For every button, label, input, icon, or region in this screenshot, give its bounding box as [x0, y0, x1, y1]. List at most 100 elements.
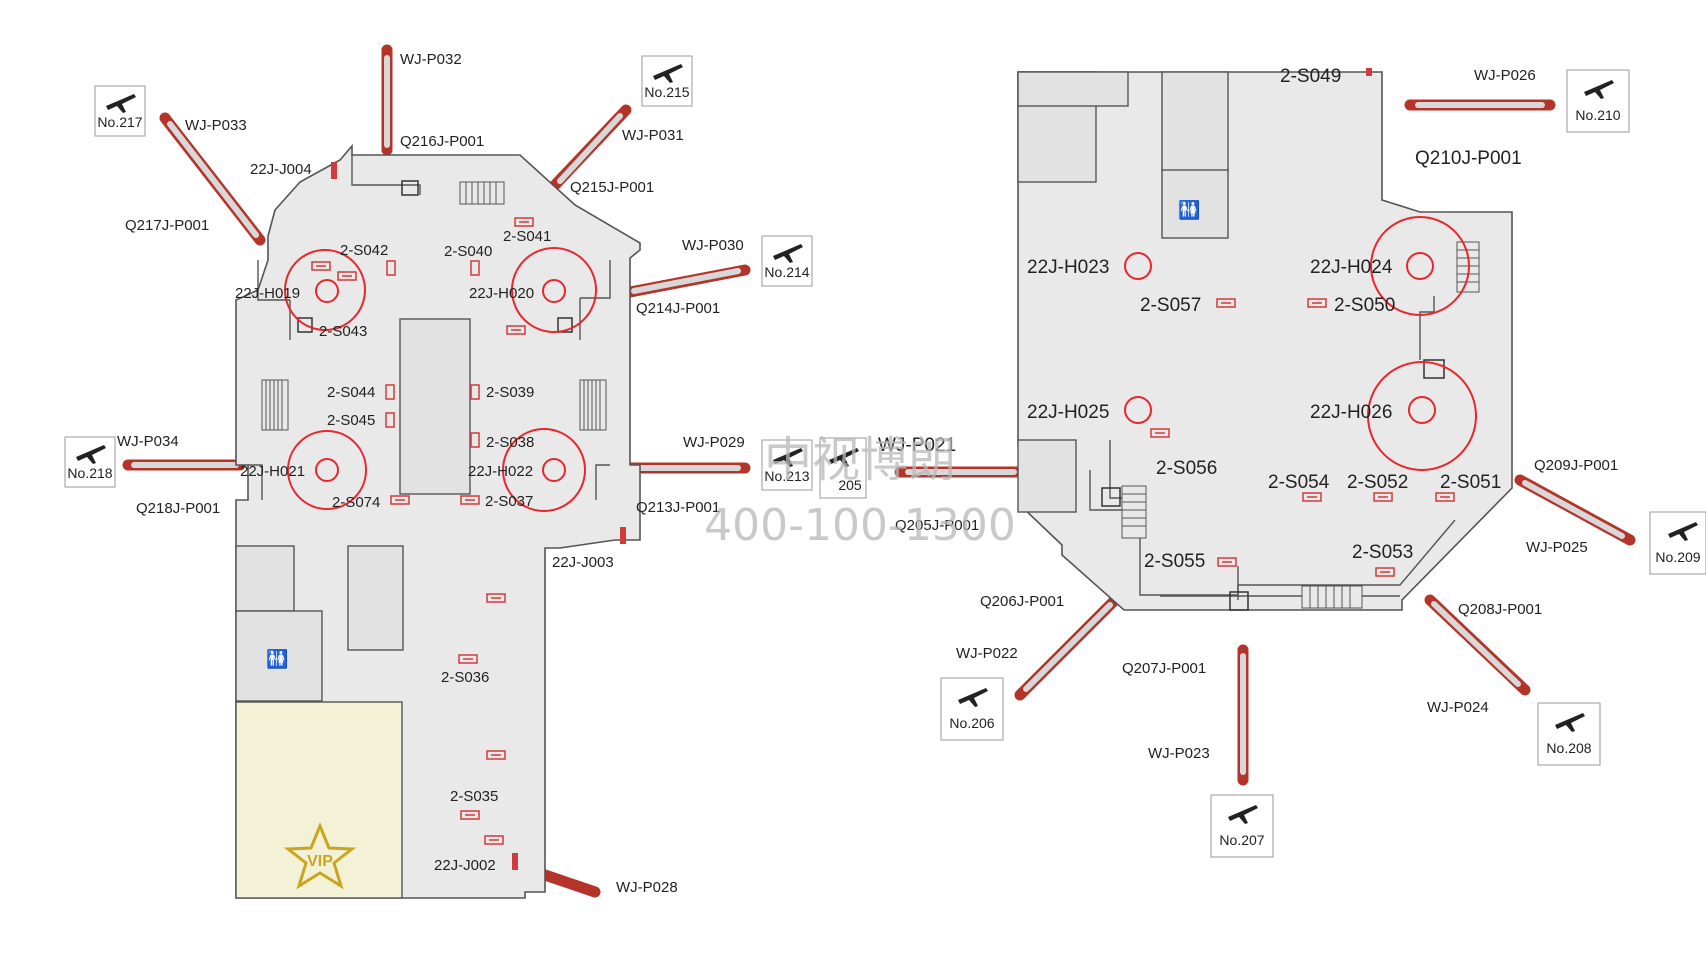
location-label: 22J-H024	[1310, 257, 1393, 278]
location-label: 22J-H021	[240, 463, 305, 480]
location-label: 22J-H022	[468, 463, 533, 480]
gate-marker: No.213	[761, 439, 813, 491]
red-marker	[331, 162, 626, 870]
watermark-brand: 中视博朗	[764, 432, 956, 488]
gate-marker: No.206	[940, 677, 1004, 741]
bridge-label: WJ-P026	[1474, 67, 1536, 84]
ad-label: 2-S041	[503, 228, 551, 245]
gate-number: No.206	[949, 715, 994, 731]
gate-number: No.218	[67, 465, 112, 481]
ad-label: 2-S043	[319, 323, 367, 340]
location-label: 22J-H020	[469, 285, 534, 302]
stairs-icon	[459, 181, 505, 205]
ad-label: 2-S039	[486, 384, 534, 401]
svg-text:🚻: 🚻	[266, 648, 288, 670]
bridge-label: WJ-P024	[1427, 699, 1489, 716]
location-label: 22J-H019	[235, 285, 300, 302]
gate-number: No.213	[764, 468, 809, 484]
ad-label: 2-S044	[327, 384, 375, 401]
gate-marker: No.207	[1210, 794, 1274, 858]
location-label: Q209J-P001	[1534, 457, 1618, 474]
ad-label: 2-S055	[1144, 551, 1205, 572]
ad-label: 2-S042	[340, 242, 388, 259]
gate-marker: No.214	[761, 235, 813, 287]
location-label: 22J-J003	[552, 554, 614, 571]
gate-number: No.210	[1575, 107, 1620, 123]
gate-number: No.215	[644, 84, 689, 100]
bridge-label: WJ-P034	[117, 433, 179, 450]
ad-label: 2-S036	[441, 669, 489, 686]
gate-number: No.207	[1219, 832, 1264, 848]
svg-text:🚻: 🚻	[1178, 199, 1200, 221]
bridge-label: WJ-P023	[1148, 745, 1210, 762]
ad-label: 2-S038	[486, 434, 534, 451]
right-boarding-bridges	[894, 99, 1636, 786]
gate-number: No.208	[1546, 740, 1591, 756]
ad-label: 2-S035	[450, 788, 498, 805]
bridge-label: WJ-P029	[683, 434, 745, 451]
watermark-phone: 400-100-1300	[704, 500, 1016, 551]
right-interior-walls	[1017, 71, 1229, 513]
ad-label: 2-S049	[1280, 66, 1341, 87]
ad-label: 2-S045	[327, 412, 375, 429]
stairs-icon	[1121, 485, 1147, 539]
gate-marker: No.215	[641, 55, 693, 107]
stairs-icon	[579, 379, 607, 431]
right-labels: 2-S049 WJ-P026 Q210J-P001 22J-H023 22J-H…	[878, 66, 1618, 762]
left-boarding-bridges	[122, 44, 751, 898]
location-label: Q205J-P001	[895, 517, 979, 534]
vip-star-icon	[283, 822, 357, 890]
location-label: Q217J-P001	[125, 217, 209, 234]
location-label: Q213J-P001	[636, 499, 720, 516]
location-label: 22J-J004	[250, 161, 312, 178]
ad-label: 2-S074	[332, 494, 380, 511]
red-marker	[1366, 68, 1372, 76]
ad-label: 2-S053	[1352, 542, 1413, 563]
gate-number: 205	[838, 477, 862, 493]
location-label: Q210J-P001	[1415, 148, 1522, 169]
bridge-label: WJ-P032	[400, 51, 462, 68]
vip-lounge: VIP	[235, 701, 403, 899]
restroom-icon: 🚻	[266, 648, 288, 670]
stairs-icon	[261, 379, 289, 431]
right-concourse: 🚻 2-S049 WJ-P026 Q210J-P001 22J-H023	[819, 66, 1706, 858]
bridge-label: WJ-P028	[616, 879, 678, 896]
watermark: 中视博朗 400-100-1300	[704, 432, 1016, 551]
stairs-icon	[1301, 585, 1363, 609]
location-label: Q206J-P001	[980, 593, 1064, 610]
gate-number: No.209	[1655, 549, 1700, 565]
ad-label: 2-S051	[1440, 472, 1501, 493]
gate-marker: No.210	[1566, 69, 1630, 133]
left-interior-walls	[235, 155, 611, 702]
ad-label: 2-S052	[1347, 472, 1408, 493]
bridge-label: WJ-P025	[1526, 539, 1588, 556]
gate-marker: No.209	[1649, 511, 1706, 575]
highlight-circle	[284, 247, 597, 512]
location-label: 22J-H023	[1027, 257, 1109, 278]
gate-marker: No.217	[94, 85, 146, 137]
gate-marker: No.218	[64, 436, 116, 488]
elevator-icon	[297, 180, 573, 333]
location-label: 22J-J002	[434, 857, 496, 874]
left-concourse: 🚻 VIP	[64, 44, 813, 899]
ad-label: 2-S056	[1156, 458, 1217, 479]
location-label: 22J-H025	[1027, 402, 1109, 423]
ad-label: 2-S040	[444, 243, 492, 260]
location-label: 22J-H026	[1310, 402, 1392, 423]
elevator-icon	[1101, 359, 1445, 611]
bridge-label: WJ-P033	[185, 117, 247, 134]
ad-label: 2-S057	[1140, 295, 1201, 316]
location-label: Q208J-P001	[1458, 601, 1542, 618]
restroom-icon: 🚻	[1178, 199, 1200, 221]
bridge-label: WJ-P031	[622, 127, 684, 144]
ad-label: 2-S054	[1268, 472, 1330, 493]
ad-label: 2-S037	[485, 493, 533, 510]
location-label: Q214J-P001	[636, 300, 720, 317]
gate-marker: 205	[819, 437, 867, 499]
location-label: Q207J-P001	[1122, 660, 1206, 677]
gate-number: No.214	[764, 264, 809, 280]
location-label: Q215J-P001	[570, 179, 654, 196]
location-label: Q216J-P001	[400, 133, 484, 150]
vip-label: VIP	[307, 853, 333, 870]
